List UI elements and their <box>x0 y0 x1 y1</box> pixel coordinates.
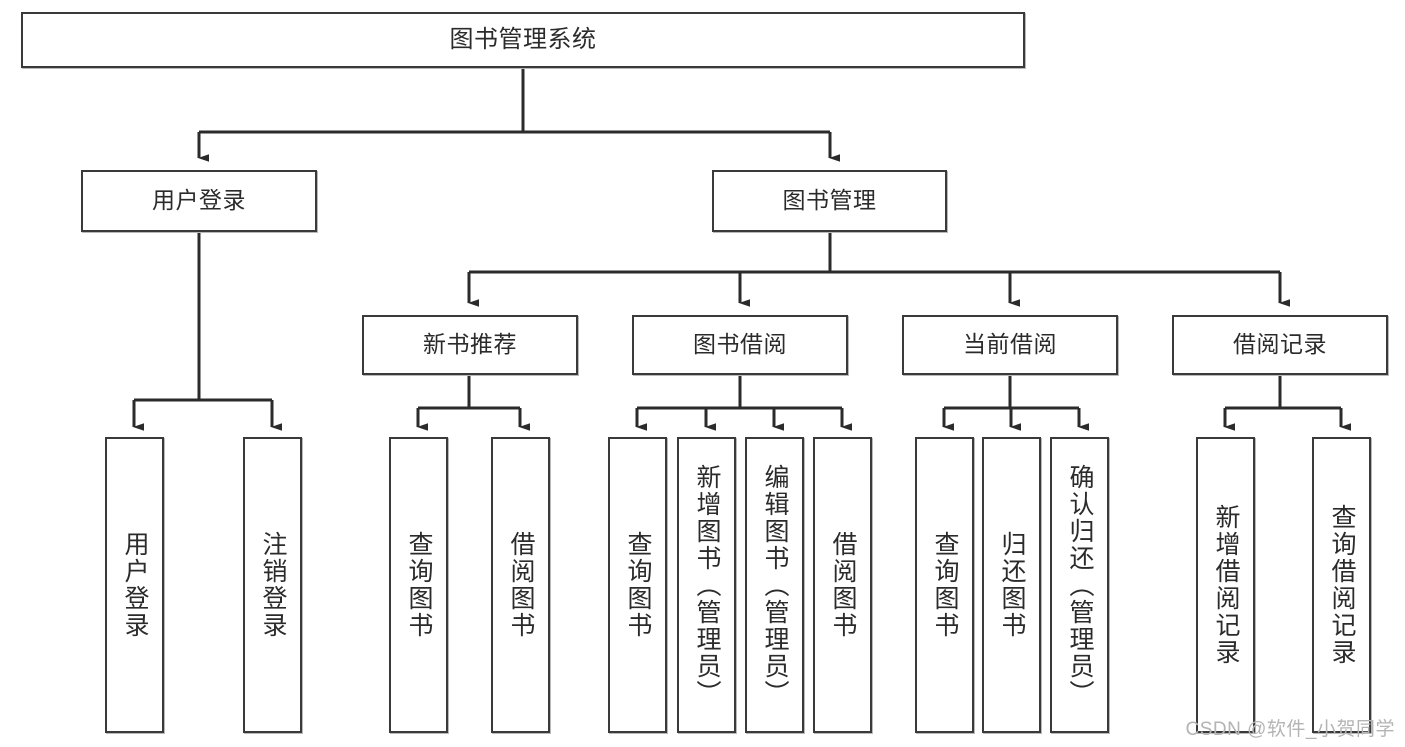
node-label: 归还图书 <box>998 531 1026 639</box>
leaf-user-login-logout[interactable]: 注销登录 <box>243 437 302 733</box>
node-label: 用户登录 <box>121 531 149 639</box>
leaf-records-query-record[interactable]: 查询借阅记录 <box>1312 437 1371 733</box>
leaf-borrow-add-book-admin[interactable]: 新增图书（管理员） <box>677 437 736 733</box>
leaf-recommend-query-book[interactable]: 查询图书 <box>389 437 448 733</box>
leaf-recommend-borrow-book[interactable]: 借阅图书 <box>491 437 550 733</box>
leaf-current-query-book[interactable]: 查询图书 <box>915 437 974 733</box>
leaf-borrow-edit-book-admin[interactable]: 编辑图书（管理员） <box>745 437 804 733</box>
node-label: 查询图书 <box>624 531 652 639</box>
leaf-user-login-login[interactable]: 用户登录 <box>105 437 164 733</box>
leaf-borrow-query-book[interactable]: 查询图书 <box>608 437 667 733</box>
node-label: 用户登录 <box>152 187 246 214</box>
node-label: 新增借阅记录 <box>1212 504 1240 666</box>
node-book-management[interactable]: 图书管理 <box>712 170 947 232</box>
node-label: 借阅图书 <box>829 531 857 639</box>
leaf-current-return-book[interactable]: 归还图书 <box>982 437 1041 733</box>
node-label: 查询图书 <box>405 531 433 639</box>
node-label: 新增图书（管理员） <box>693 463 721 707</box>
node-label: 确认归还（管理员） <box>1066 463 1094 707</box>
node-book-borrow[interactable]: 图书借阅 <box>632 315 848 375</box>
node-label: 图书管理系统 <box>449 25 597 53</box>
node-user-login[interactable]: 用户登录 <box>81 170 317 232</box>
leaf-current-confirm-return-admin[interactable]: 确认归还（管理员） <box>1050 437 1109 733</box>
node-root-system[interactable]: 图书管理系统 <box>21 12 1025 68</box>
node-borrow-records[interactable]: 借阅记录 <box>1172 315 1388 375</box>
node-label: 借阅图书 <box>507 531 535 639</box>
watermark-text: CSDN @软件_小贺同学 <box>1185 719 1395 740</box>
node-label: 新书推荐 <box>423 331 517 358</box>
leaf-borrow-borrow-book[interactable]: 借阅图书 <box>813 437 872 733</box>
node-label: 借阅记录 <box>1233 331 1327 358</box>
node-label: 当前借阅 <box>963 331 1057 358</box>
leaf-records-add-record[interactable]: 新增借阅记录 <box>1196 437 1255 733</box>
node-label: 图书管理 <box>782 187 877 214</box>
node-label: 查询借阅记录 <box>1328 504 1356 666</box>
node-current-borrow[interactable]: 当前借阅 <box>902 315 1118 375</box>
node-new-book-recommend[interactable]: 新书推荐 <box>362 315 578 375</box>
node-label: 查询图书 <box>931 531 959 639</box>
node-label: 注销登录 <box>259 531 287 639</box>
node-label: 图书借阅 <box>693 331 787 358</box>
node-label: 编辑图书（管理员） <box>761 463 789 707</box>
